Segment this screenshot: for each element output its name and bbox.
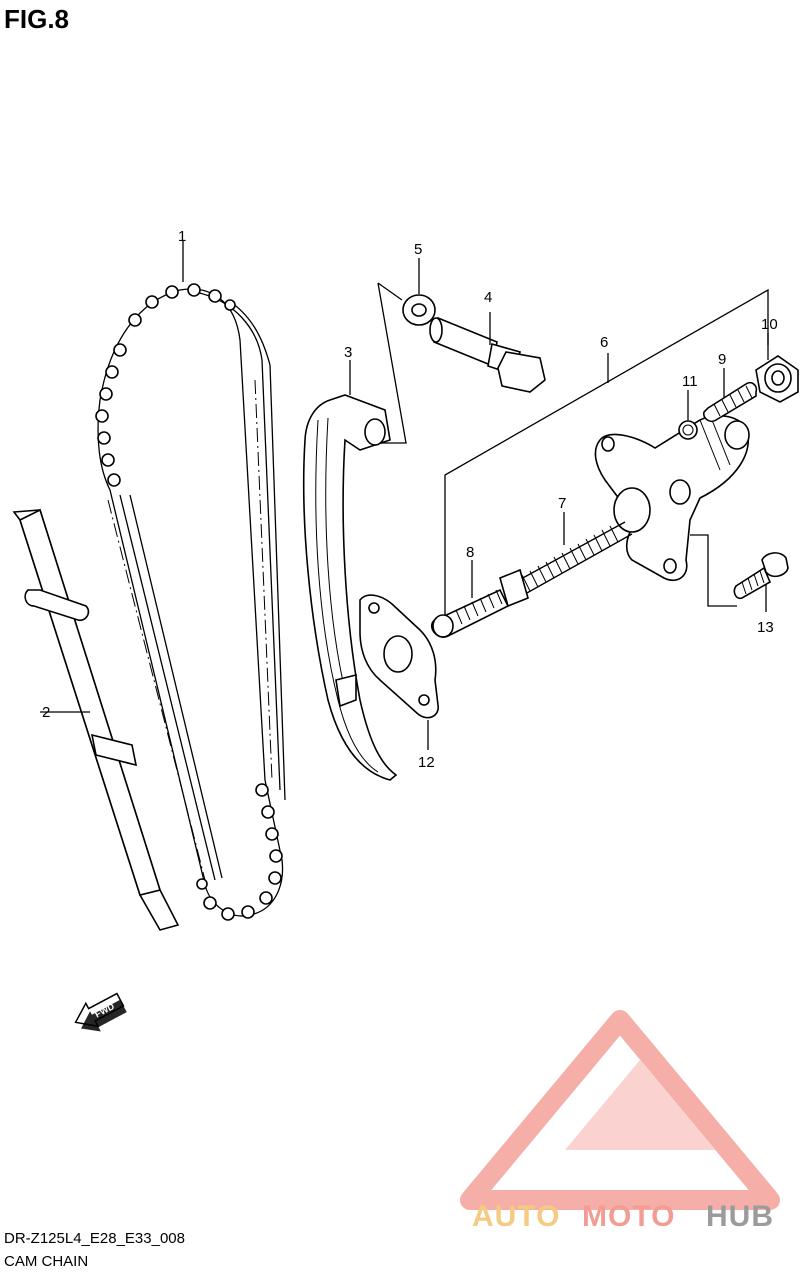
watermark-logo: AUTO MOTO HUB xyxy=(460,1010,780,1233)
diagram-subtitle: CAM CHAIN xyxy=(4,1253,89,1270)
o-ring-part xyxy=(678,390,698,440)
callout-9: 9 xyxy=(718,351,726,368)
tensioner-bolt-part xyxy=(690,534,789,612)
gasket-part xyxy=(359,594,439,750)
callout-10: 10 xyxy=(761,316,778,333)
callout-2: 2 xyxy=(42,704,50,721)
bolt-part xyxy=(429,312,546,393)
cap-nut-part xyxy=(755,333,799,403)
watermark-auto: AUTO xyxy=(472,1200,560,1233)
washer-part xyxy=(402,258,436,326)
watermark-hub: HUB xyxy=(706,1200,774,1233)
cam-chain-part xyxy=(95,240,286,921)
callout-6: 6 xyxy=(600,334,608,351)
callout-8: 8 xyxy=(466,544,474,561)
fwd-arrow-icon: FWD xyxy=(74,992,127,1032)
tensioner-assembly-bracket xyxy=(444,288,769,620)
callout-12: 12 xyxy=(418,754,435,771)
tensioner-guide-part xyxy=(302,360,398,781)
chain-guide-part xyxy=(12,508,180,931)
push-rod-part xyxy=(430,560,510,638)
small-spring-part xyxy=(702,368,758,423)
callout-5: 5 xyxy=(414,241,422,258)
callout-4: 4 xyxy=(484,289,492,306)
callout-7: 7 xyxy=(558,495,566,512)
figure-title: FIG.8 xyxy=(4,4,70,34)
callout-3: 3 xyxy=(344,344,352,361)
tensioner-body-part xyxy=(594,414,750,582)
watermark-moto: MOTO xyxy=(582,1200,675,1233)
bracket-line xyxy=(377,282,407,444)
diagram-code: DR-Z125L4_E28_E33_008 xyxy=(4,1230,185,1247)
callout-11: 11 xyxy=(682,373,698,390)
tensioner-spring-part xyxy=(499,512,633,608)
callout-13: 13 xyxy=(757,619,774,636)
callout-1: 1 xyxy=(178,228,186,245)
